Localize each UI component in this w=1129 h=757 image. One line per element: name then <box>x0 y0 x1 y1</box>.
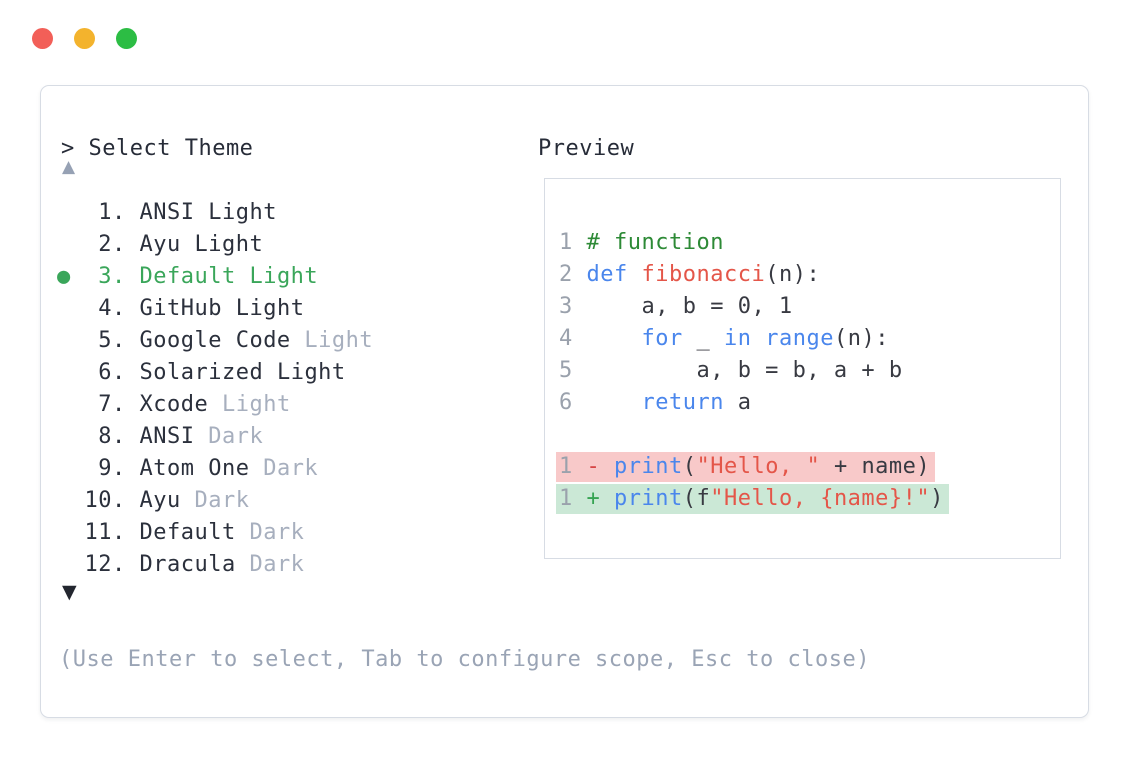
line-number: 3 <box>559 294 587 319</box>
theme-variant: Light <box>180 232 264 257</box>
code-line: 5 a, b = b, a + b <box>559 358 903 383</box>
theme-variant: Light <box>208 392 291 417</box>
theme-name: Solarized <box>139 360 264 385</box>
theme-list: 1. ANSI Light 2. Ayu Light● 3. Default L… <box>57 197 373 581</box>
marker-space <box>57 232 85 257</box>
theme-option-6[interactable]: 6. Solarized Light <box>57 357 373 389</box>
theme-number: 6. <box>84 360 140 385</box>
theme-name: Dracula <box>139 552 236 577</box>
theme-number: 9. <box>84 456 140 481</box>
marker-space <box>57 488 85 513</box>
window-controls <box>32 28 137 49</box>
theme-option-8[interactable]: 8. ANSI Dark <box>57 421 373 453</box>
code-line: 6 return a <box>559 390 752 415</box>
diff-sign: - <box>586 454 614 479</box>
scroll-up-icon[interactable]: ▲ <box>62 157 76 177</box>
theme-option-7[interactable]: 7. Xcode Light <box>57 389 373 421</box>
help-text: (Use Enter to select, Tab to configure s… <box>59 647 870 672</box>
line-number: 6 <box>559 390 587 415</box>
theme-name: Default <box>139 520 236 545</box>
line-number: 1 <box>559 486 587 511</box>
marker-space <box>57 552 85 577</box>
theme-option-12[interactable]: 12. Dracula Dark <box>57 549 373 581</box>
theme-name: ANSI <box>139 424 195 449</box>
marker-space <box>57 296 85 321</box>
select-theme-prompt: > Select Theme <box>61 136 254 161</box>
marker-space <box>57 520 85 545</box>
theme-number: 4. <box>84 296 140 321</box>
line-number: 1 <box>559 454 587 479</box>
theme-option-10[interactable]: 10. Ayu Dark <box>57 485 373 517</box>
scroll-down-icon[interactable]: ▼ <box>62 581 78 603</box>
code-preview: 1 # function 2 def fibonacci(n): 3 a, b = … <box>545 179 1060 515</box>
theme-name: ANSI <box>139 200 195 225</box>
theme-option-2[interactable]: 2. Ayu Light <box>57 229 373 261</box>
theme-option-3[interactable]: ● 3. Default Light <box>57 261 373 293</box>
diff-line-removed: 1 - print("Hello, " + name) <box>556 451 1060 483</box>
theme-name: Ayu <box>139 488 181 513</box>
theme-number: 7. <box>84 392 140 417</box>
theme-option-11[interactable]: 11. Default Dark <box>57 517 373 549</box>
blank-line <box>559 419 1060 451</box>
line-number: 1 <box>559 230 587 255</box>
marker-space <box>57 456 85 481</box>
theme-number: 5. <box>84 328 140 353</box>
code-line: 3 a, b = 0, 1 <box>559 294 793 319</box>
theme-variant: Dark <box>194 424 264 449</box>
marker-space <box>57 424 85 449</box>
theme-name: GitHub <box>139 296 222 321</box>
theme-name: Google Code <box>139 328 291 353</box>
theme-option-9[interactable]: 9. Atom One Dark <box>57 453 373 485</box>
theme-name: Atom One <box>139 456 250 481</box>
theme-variant: Light <box>290 328 374 353</box>
theme-number: 10. <box>84 488 140 513</box>
marker-space <box>57 360 85 385</box>
line-number: 5 <box>559 358 587 383</box>
code-line: 2 def fibonacci(n): <box>559 262 821 287</box>
diff-sign: + <box>586 486 614 511</box>
theme-name: Xcode <box>139 392 209 417</box>
theme-number: 12. <box>84 552 140 577</box>
theme-variant: Light <box>221 296 305 321</box>
theme-variant: Light <box>263 360 346 385</box>
theme-number: 8. <box>84 424 140 449</box>
line-number: 4 <box>559 326 587 351</box>
minimize-button[interactable] <box>74 28 95 49</box>
diff-highlight-removed: 1 - print("Hello, " + name) <box>556 452 936 482</box>
marker-space <box>57 328 85 353</box>
code-line: 4 for _ in range(n): <box>559 326 889 351</box>
theme-selector-dialog: > Select Theme ▲ 1. ANSI Light 2. Ayu Li… <box>40 85 1089 718</box>
maximize-button[interactable] <box>116 28 137 49</box>
selected-dot-icon: ● <box>57 264 85 289</box>
theme-name: Ayu <box>139 232 181 257</box>
theme-variant: Dark <box>249 456 319 481</box>
theme-number: 2. <box>84 232 140 257</box>
code-line: 1 # function <box>559 230 724 255</box>
theme-number: 3. <box>84 264 140 289</box>
line-number: 2 <box>559 262 587 287</box>
preview-title: Preview <box>538 136 635 161</box>
close-button[interactable] <box>32 28 53 49</box>
theme-variant: Light <box>235 264 319 289</box>
diff-highlight-added: 1 + print(f"Hello, {name}!") <box>556 484 949 514</box>
marker-space <box>57 392 85 417</box>
diff-line-added: 1 + print(f"Hello, {name}!") <box>556 483 1060 515</box>
theme-variant: Dark <box>180 488 250 513</box>
theme-option-5[interactable]: 5. Google Code Light <box>57 325 373 357</box>
theme-variant: Dark <box>235 552 305 577</box>
theme-variant: Dark <box>235 520 305 545</box>
theme-number: 11. <box>84 520 140 545</box>
theme-option-4[interactable]: 4. GitHub Light <box>57 293 373 325</box>
theme-variant: Light <box>194 200 277 225</box>
marker-space <box>57 200 85 225</box>
theme-name: Default <box>139 264 236 289</box>
theme-number: 1. <box>84 200 140 225</box>
preview-box: 1 # function 2 def fibonacci(n): 3 a, b = … <box>544 178 1061 559</box>
theme-option-1[interactable]: 1. ANSI Light <box>57 197 373 229</box>
